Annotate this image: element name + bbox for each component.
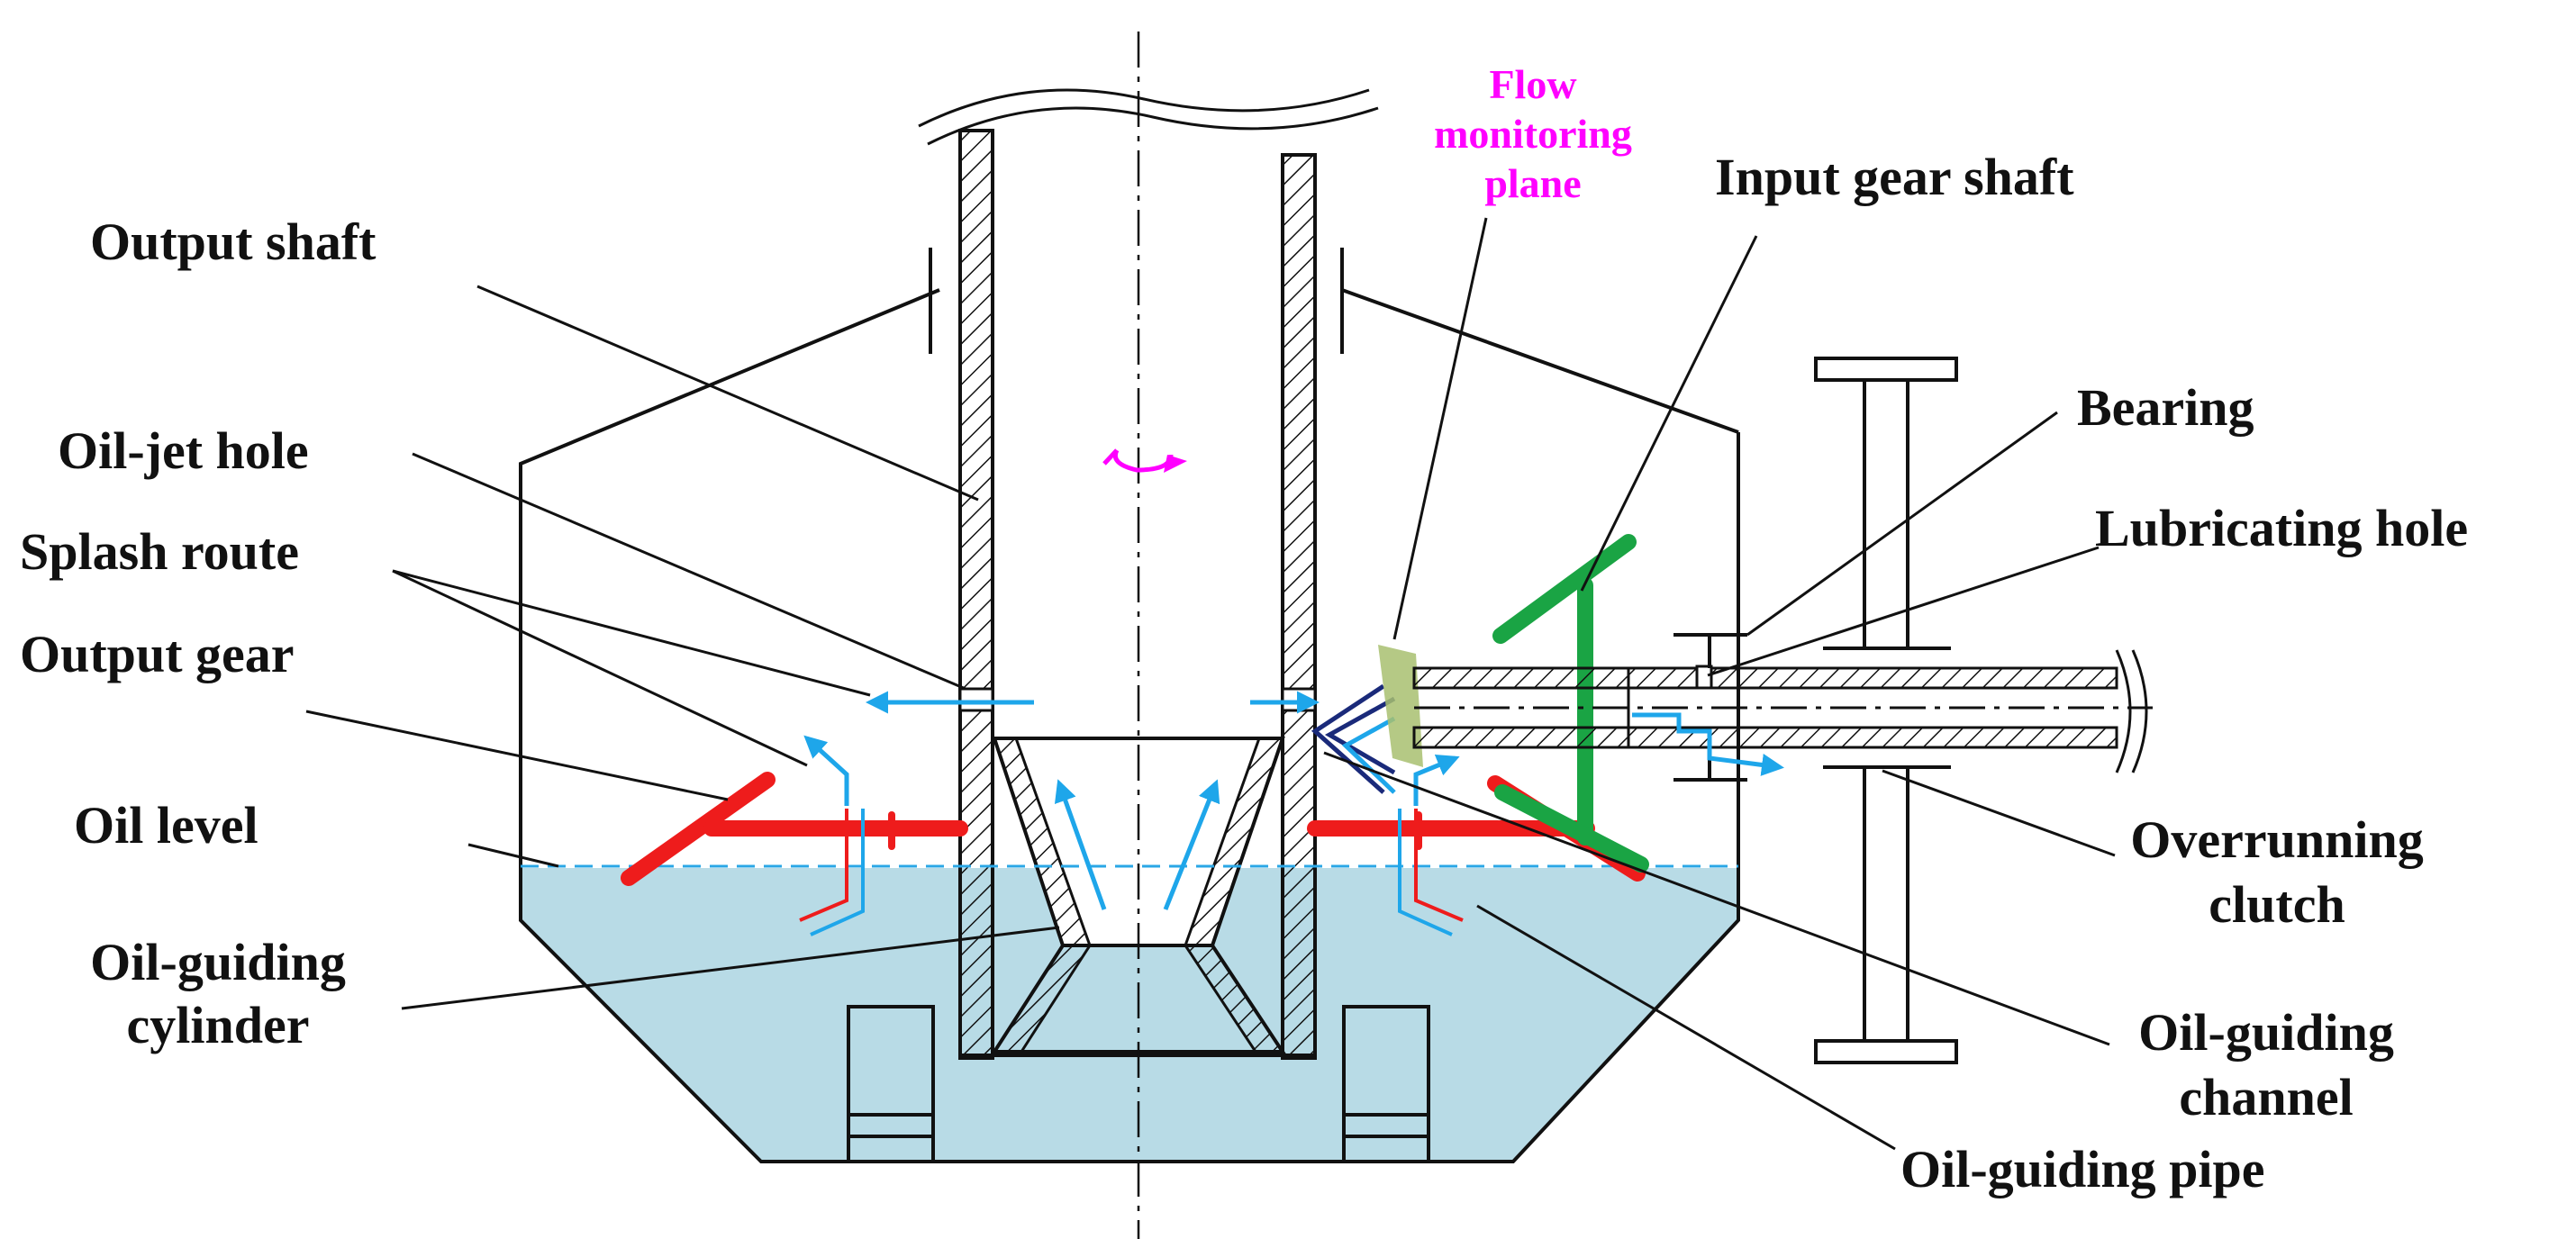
label-flow-plane-line2: monitoring <box>1434 111 1632 158</box>
label-flow-monitoring-plane: Flow monitoring plane <box>1407 59 1659 209</box>
label-oil-guiding-channel-line1: Oil-guiding <box>2138 1003 2394 1062</box>
leader-lines <box>305 217 2116 1151</box>
label-oil-guiding-cylinder-line2: cylinder <box>126 996 310 1054</box>
label-oil-guiding-cylinder-line1: Oil-guiding <box>90 933 346 991</box>
label-output-gear: Output gear <box>20 625 295 683</box>
label-overrunning-clutch-line1: Overrunning <box>2130 810 2424 869</box>
flow-arrows <box>803 691 1784 910</box>
label-overrunning-clutch-line2: clutch <box>2209 875 2345 934</box>
label-flow-plane-line1: Flow <box>1489 61 1577 107</box>
flow-monitoring-plane <box>1378 645 1423 767</box>
label-oil-jet-hole: Oil-jet hole <box>58 421 309 480</box>
label-splash-route: Splash route <box>20 522 299 581</box>
overrunning-clutch <box>1814 357 1958 1064</box>
label-output-shaft: Output shaft <box>90 213 376 271</box>
label-oil-guiding-channel: Oil-guiding channel <box>2068 1007 2464 1124</box>
label-oil-guiding-cylinder: Oil-guiding cylinder <box>47 936 389 1052</box>
input-gear-shaft <box>1412 649 2153 773</box>
label-overrunning-clutch: Overrunning clutch <box>2088 814 2466 931</box>
label-input-gear-shaft: Input gear shaft <box>1715 148 2074 206</box>
oil-guiding-pipe <box>799 809 1464 936</box>
output-shaft <box>918 88 1379 1060</box>
input-gear <box>1492 534 1649 873</box>
label-oil-guiding-channel-line2: channel <box>2179 1068 2354 1126</box>
label-oil-level: Oil level <box>74 796 259 855</box>
oil-guiding-channel <box>1311 683 1396 794</box>
label-flow-plane-line3: plane <box>1484 160 1582 207</box>
label-oil-guiding-pipe: Oil-guiding pipe <box>1900 1140 2265 1198</box>
label-bearing: Bearing <box>2077 378 2254 437</box>
label-lubricating-hole: Lubricating hole <box>2095 499 2469 557</box>
support-feet <box>847 1005 1430 1163</box>
rotation-arrow <box>1102 448 1187 473</box>
